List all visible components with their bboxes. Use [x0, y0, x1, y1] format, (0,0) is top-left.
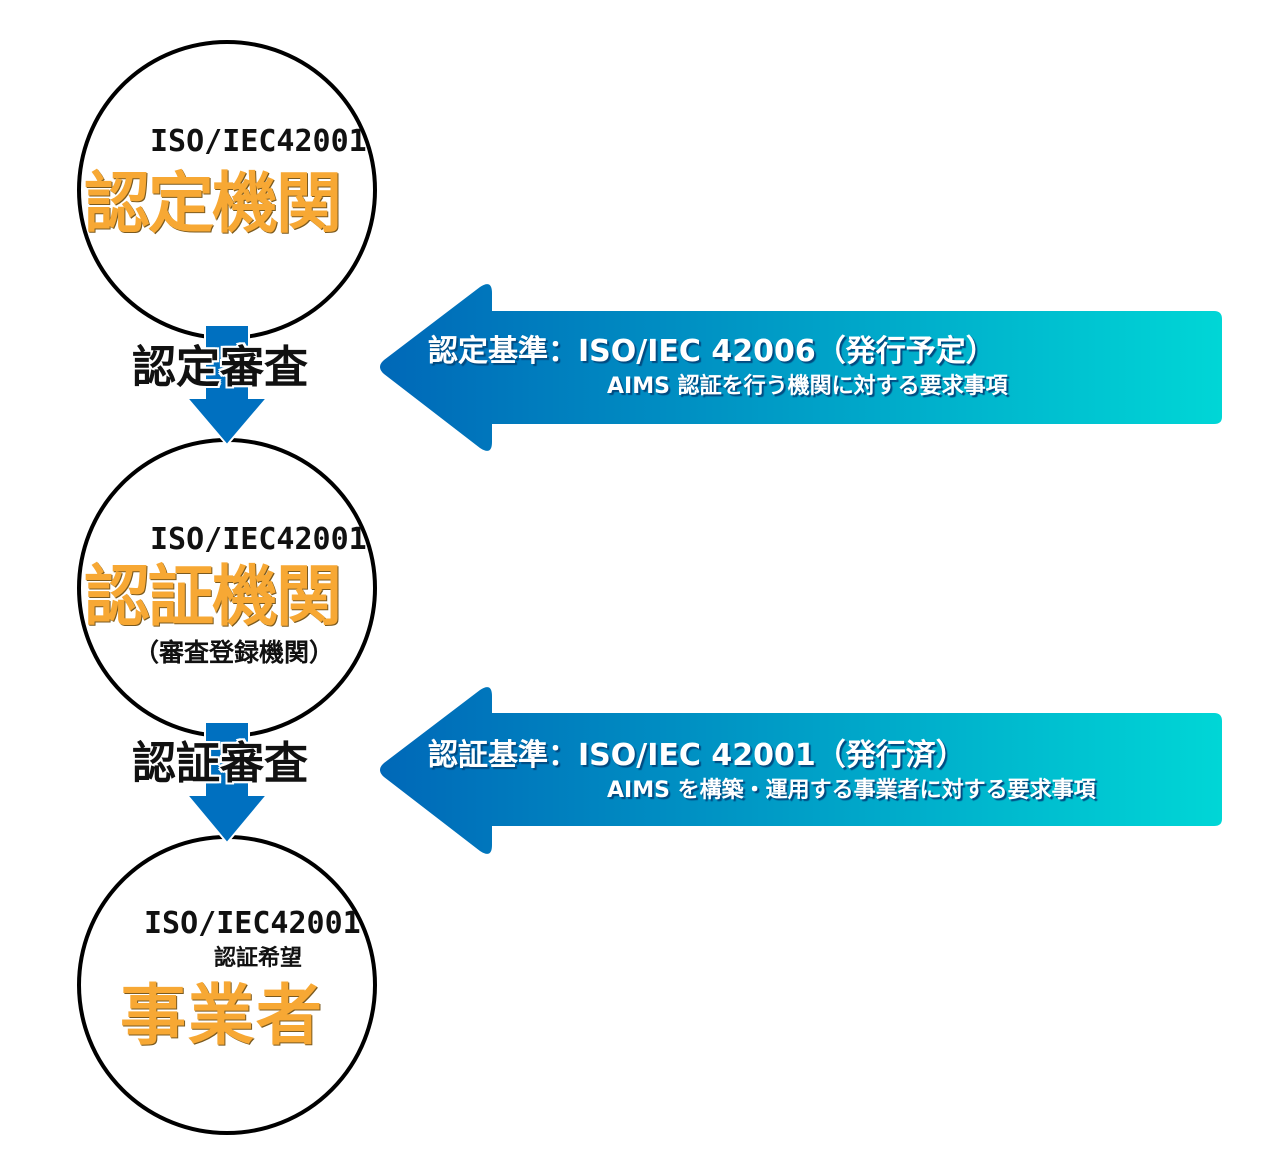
step-certification-audit: 認証審査 [132, 738, 308, 789]
node-1-iso: ISO/IEC42001 [150, 124, 367, 159]
down-arrow-2 [184, 721, 270, 845]
standard-1-description: AIMS 認証を行う機関に対する要求事項 [607, 374, 1008, 399]
node-2-title: 認証機関 [84, 558, 342, 635]
down-arrow-1 [184, 324, 270, 447]
left-arrow-2 [380, 687, 1222, 854]
left-arrow-1 [380, 284, 1222, 451]
node-3-title: 事業者 [120, 977, 324, 1054]
node-2-subtitle: （審査登録機関） [134, 638, 335, 667]
node-2-iso: ISO/IEC42001 [150, 522, 367, 557]
node-3-iso: ISO/IEC42001 [144, 906, 361, 941]
step-accreditation-audit: 認定審査 [132, 342, 308, 393]
standard-2-title: 認証基準：ISO/IEC 42001（発行済） [428, 738, 966, 773]
node-1-title: 認定機関 [84, 165, 342, 242]
node-3-subtitle: 認証希望 [214, 946, 303, 971]
standard-1-title: 認定基準：ISO/IEC 42006（発行予定） [428, 334, 996, 369]
standard-2-description: AIMS を構築・運用する事業者に対する要求事項 [607, 778, 1096, 803]
